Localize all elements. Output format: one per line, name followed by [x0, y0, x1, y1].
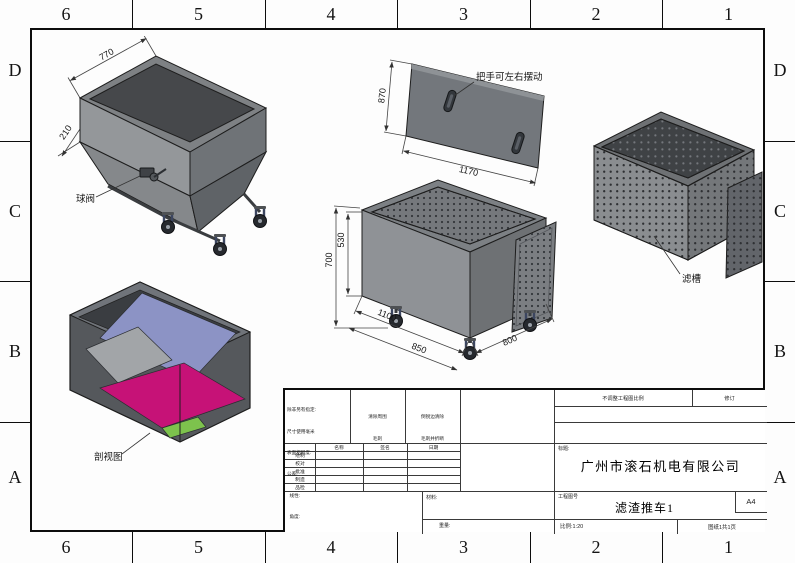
dim-lines-770: [67, 36, 157, 99]
zone-tick: [765, 422, 795, 423]
dim-210: 210: [57, 123, 74, 141]
row-qa: 品检: [295, 485, 305, 491]
handle-note: 把手可左右摆动: [476, 71, 543, 83]
weight-label: 重量:: [439, 523, 451, 529]
dim-770: 770: [98, 46, 116, 62]
title-label: 标题:: [558, 446, 570, 452]
zone-col-label: 3: [459, 3, 468, 24]
zone-tick: [530, 532, 531, 563]
view-filter-basket: 滤槽: [592, 111, 763, 285]
view-hopper-cart: 770 210 球阀: [57, 36, 268, 257]
dim-870: 870: [378, 88, 388, 104]
basket-body: [592, 111, 756, 261]
dwg-no: 滤渣推车1: [614, 501, 674, 515]
dim-1170: 1170: [458, 164, 479, 178]
zone-col-label: 3: [459, 537, 468, 557]
handle-note-leader: [453, 81, 475, 97]
zone-tick: [662, 0, 663, 28]
lid-handle: [511, 131, 525, 155]
view-section: 剖视图: [68, 281, 252, 463]
zone-tick: [0, 281, 30, 282]
row-approved: 批准: [295, 469, 305, 475]
zone-tick: [0, 422, 30, 423]
view-main-cart: 700 530 1100: [324, 179, 557, 371]
ball-valve: [139, 167, 167, 182]
zone-col-label: 4: [326, 537, 336, 557]
section-panel-magenta: [99, 362, 246, 429]
valve-leader: [95, 175, 141, 198]
spec-note: 除非另有指定: 尺寸使用毫米 表面粗糙度: 公差: 线性: 角度:: [287, 407, 316, 519]
zone-tick: [132, 0, 133, 28]
zone-col-label: 4: [326, 3, 336, 24]
title-block: 除非另有指定: 尺寸使用毫米 表面粗糙度: 公差: 线性: 角度: 清除周围 毛…: [283, 388, 767, 534]
dim-lines-1170: [401, 135, 539, 187]
dim-850: 850: [410, 341, 428, 356]
zone-col-label: 6: [61, 537, 71, 557]
dim-lines-530: [345, 211, 362, 297]
no-scale-note: 不调整工程图比例: [602, 395, 644, 402]
dim-700: 700: [324, 252, 334, 267]
section-label-leader: [121, 432, 151, 455]
basket-label: 滤槽: [682, 273, 702, 285]
cart-door-open: [511, 221, 557, 333]
zone-tick: [265, 0, 266, 28]
section-panel-gray: [85, 326, 173, 384]
zone-col-label: 2: [591, 537, 601, 557]
row-checked: 校对: [295, 461, 305, 467]
basket-door-open: [725, 171, 763, 279]
col-signature: 签名: [380, 445, 390, 451]
zone-row-label: A: [8, 466, 22, 487]
dim-lines-850: [348, 327, 458, 371]
material-label: 材料:: [426, 495, 438, 501]
zone-col-label: 5: [194, 3, 203, 24]
zone-row-label: B: [8, 341, 21, 361]
zone-tick: [662, 532, 663, 563]
hopper-body: [78, 55, 268, 233]
basket-label-leader: [653, 235, 681, 275]
zone-col-label: 5: [194, 537, 203, 557]
zone-row-label: C: [8, 200, 21, 221]
revision-label: 修订: [724, 395, 735, 402]
zone-row-label: D: [8, 60, 22, 80]
dim-530: 530: [336, 232, 346, 247]
section-panel-green: [161, 416, 207, 439]
row-drawn: 绘制: [295, 453, 305, 459]
deburr-note-2: 倒锐边清除 毛刺并折断: [421, 414, 444, 441]
row-mfg: 制造: [295, 477, 305, 483]
zone-tick: [397, 0, 398, 28]
basket-perforation: [370, 186, 537, 245]
zone-row-label: C: [773, 200, 786, 221]
valve-label: 球阀: [76, 193, 95, 205]
zone-row-label: D: [773, 60, 787, 80]
zone-tick: [132, 532, 133, 563]
sheet-info: 图纸1共1页: [707, 524, 737, 531]
zone-tick: [765, 141, 795, 142]
zone-tick: [265, 532, 266, 563]
paper-size: A4: [746, 497, 756, 506]
deburr-note-1: 清除周围 毛刺: [368, 414, 387, 441]
zone-col-label: 2: [591, 3, 601, 24]
zone-row-label: B: [773, 341, 786, 361]
caster-wheel: [212, 232, 228, 257]
zone-tick: [397, 532, 398, 563]
section-label: 剖视图: [94, 451, 123, 463]
dwg-no-label: 工程图号: [558, 494, 579, 500]
caster-wheel: [252, 204, 268, 229]
zone-row-label: A: [773, 466, 787, 487]
view-lid-panel: 870 1170 把手可左右摆动: [378, 59, 545, 187]
lid-panel: [405, 63, 545, 169]
scale-label: 比例:1:20: [560, 524, 584, 530]
company-name: 广州市滚石机电有限公司: [580, 459, 741, 474]
zone-col-label: 1: [724, 3, 733, 24]
lid-handle: [443, 89, 457, 113]
dim-lines-800: [469, 303, 555, 357]
zone-col-label: 6: [61, 3, 71, 24]
zone-col-label: 1: [724, 537, 733, 557]
zone-tick: [0, 141, 30, 142]
col-date: 日期: [428, 445, 439, 451]
zone-tick: [530, 0, 531, 28]
dim-lines-870: [383, 59, 413, 137]
zone-tick: [765, 281, 795, 282]
col-name: 名称: [334, 445, 344, 451]
